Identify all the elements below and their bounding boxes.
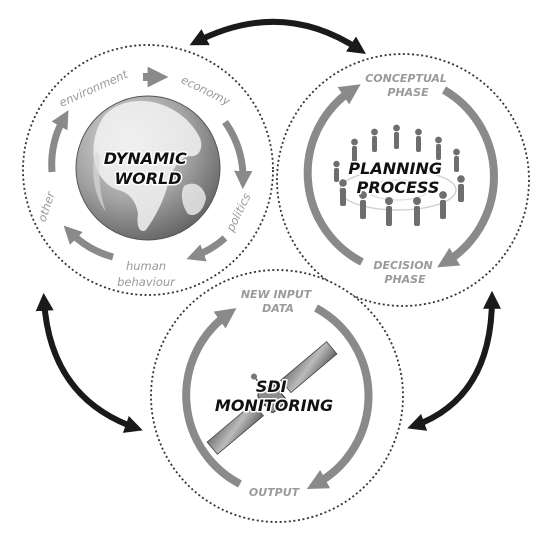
- dynamic-world-circle: DYNAMIC WORLD environment economy politi…: [22, 44, 274, 296]
- new-input-data-line2: DATA: [262, 302, 294, 315]
- cycle-arrow-politics-human: [186, 235, 228, 262]
- cycle-arrow-other-environment: [48, 110, 69, 173]
- new-input-data-label: NEW INPUT DATA: [241, 288, 315, 315]
- satellite-icon: [206, 341, 338, 455]
- cycle-arrow-left-up: [182, 307, 242, 488]
- dynamic-world-title: DYNAMIC WORLD: [104, 149, 193, 188]
- new-input-data-line1: NEW INPUT: [241, 288, 313, 301]
- planning-process-title-line2: PROCESS: [357, 178, 440, 197]
- connector-arrow-world-sdi: [35, 292, 143, 433]
- output-label: OUTPUT: [249, 486, 301, 499]
- cycle-arrow-right-down: [437, 86, 498, 268]
- factor-label-human: human: [126, 259, 166, 273]
- conceptual-phase-line2: PHASE: [387, 86, 429, 99]
- dynamic-world-title-line2: WORLD: [114, 169, 181, 188]
- connector-arrow-planning-sdi: [407, 290, 501, 431]
- cycle-arrow-human-other: [63, 225, 114, 261]
- sdi-monitoring-title: SDI MONITORING: [215, 377, 333, 415]
- planning-process-title: PLANNING PROCESS: [348, 159, 447, 197]
- sdi-monitoring-title-line2: MONITORING: [215, 396, 333, 415]
- people-network-icon: [333, 124, 465, 226]
- cycle-arrow-left-up: [303, 84, 364, 266]
- connector-arrow-world-planning: [189, 18, 366, 54]
- decision-phase-label: DECISION PHASE: [373, 259, 436, 286]
- cycle-arrow-economy-politics: [222, 119, 253, 190]
- conceptual-phase-line1: CONCEPTUAL: [365, 72, 447, 85]
- sdi-monitoring-circle: SDI MONITORING NEW INPUT DATA OUTPUT: [150, 269, 404, 523]
- factor-label-behaviour: behaviour: [117, 275, 176, 289]
- decision-phase-line2: PHASE: [384, 273, 426, 286]
- planning-process-circle: PLANNING PROCESS CONCEPTUAL PHASE DECISI…: [276, 53, 530, 307]
- dynamic-world-title-line1: DYNAMIC: [104, 149, 187, 168]
- globe-icon: [75, 95, 221, 241]
- decision-phase-line1: DECISION: [373, 259, 432, 272]
- sdi-monitoring-title-line1: SDI: [256, 377, 287, 396]
- conceptual-phase-label: CONCEPTUAL PHASE: [365, 72, 451, 99]
- planning-process-title-line1: PLANNING: [348, 159, 442, 178]
- cycle-arrow-right-down: [306, 304, 373, 489]
